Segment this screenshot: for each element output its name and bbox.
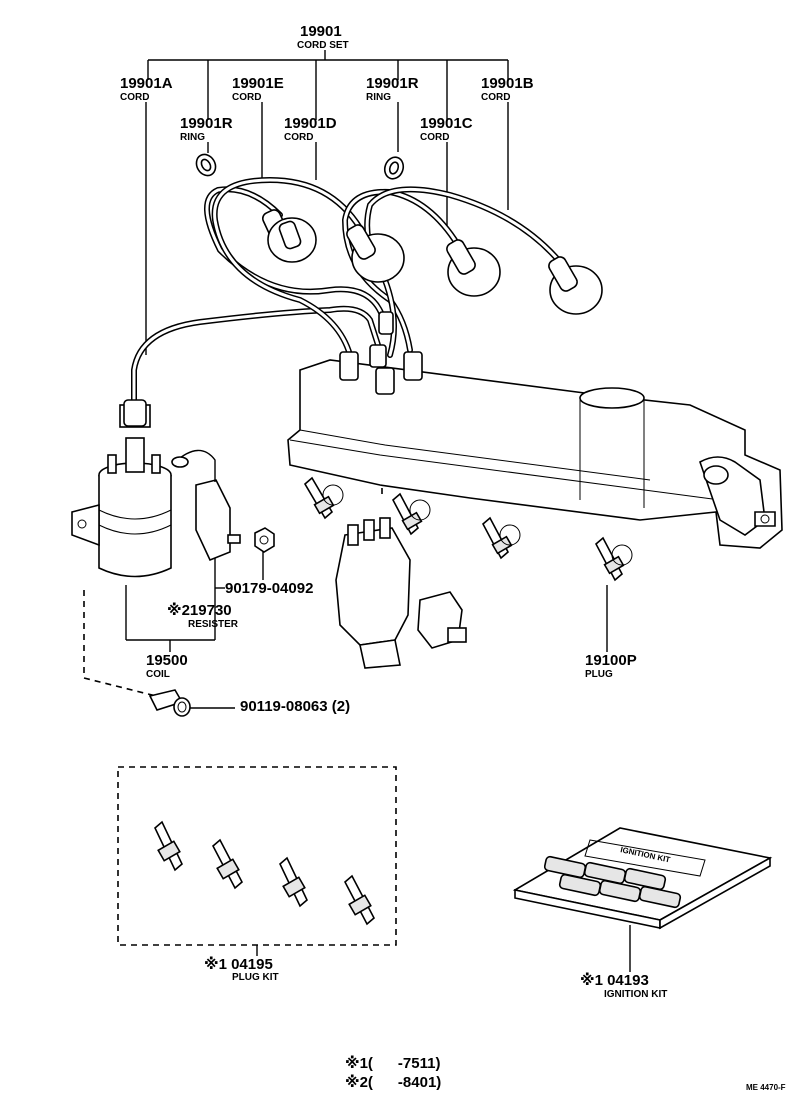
spark-plug-2: [391, 492, 431, 536]
plug-name: PLUG: [585, 669, 613, 680]
plug-kit-number: ※1 04195: [204, 955, 273, 973]
cord-d-number: 19901D: [284, 115, 337, 132]
plug-kit-box: [117, 766, 397, 946]
cord-set-number: 19901: [300, 23, 342, 40]
ignition-kit-number: ※1 04193: [580, 971, 649, 989]
kit-plug-3: [279, 856, 308, 908]
boot-c: [446, 239, 501, 297]
nut-number: 90179-04092: [225, 580, 313, 597]
ring-left-number: 19901R: [180, 115, 233, 132]
bolt-number: 90119-08063 (2): [240, 698, 350, 715]
plug-number: 19100P: [585, 652, 637, 669]
cord-e-name: CORD: [232, 92, 261, 103]
kit-plug-4: [343, 874, 376, 926]
callout-bolt: 90119-08063 (2): [240, 698, 350, 715]
ignition-kit-box: IGNITION KIT: [512, 827, 773, 930]
cord-set-name: CORD SET: [297, 40, 349, 51]
spark-plug-4: [594, 536, 633, 582]
spark-plug-3: [481, 516, 521, 560]
callout-cord-c: 19901C CORD: [420, 115, 473, 143]
cord-a-number: 19901A: [120, 75, 173, 92]
cord-b-number: 19901B: [481, 75, 534, 92]
callout-ignition-kit: ※1 04193 IGNITION KIT: [580, 971, 667, 1000]
spark-plug-1: [303, 476, 344, 520]
ring-left-name: RING: [180, 132, 205, 143]
callout-cord-d: 19901D CORD: [284, 115, 337, 143]
coil-name: COIL: [146, 669, 170, 680]
resister: [171, 449, 241, 562]
cylinder-head-cover: [287, 359, 783, 549]
kit-plugs-in-tray: [543, 855, 682, 909]
cord-c-number: 19901C: [420, 115, 473, 132]
callout-nut: 90179-04092: [225, 580, 313, 597]
distributor: [335, 517, 467, 669]
cord-d-name: CORD: [284, 132, 313, 143]
footnote-2: ※2( -8401): [345, 1073, 441, 1091]
footnote-1: ※1( -7511): [345, 1054, 440, 1072]
ignition-kit-name: IGNITION KIT: [604, 989, 667, 1000]
callout-resister: ※219730 RESISTER: [167, 601, 239, 630]
cord-a-name: CORD: [120, 92, 149, 103]
resister-number: ※219730: [167, 601, 232, 619]
ring-right-part: [383, 156, 405, 180]
plug-kit-name: PLUG KIT: [232, 972, 279, 983]
callout-ring-top: 19901R RING: [366, 75, 419, 103]
boot-e: [261, 209, 317, 263]
cord-wires: [131, 176, 563, 408]
coil-number: 19500: [146, 652, 188, 669]
cord-e-number: 19901E: [232, 75, 284, 92]
callout-cord-a: 19901A CORD: [120, 75, 173, 103]
bolt-part: [148, 689, 191, 717]
cord-terminals: [123, 311, 423, 427]
callout-cord-e: 19901E CORD: [232, 75, 284, 103]
kit-plug-1: [154, 820, 183, 872]
callout-cord-b: 19901B CORD: [481, 75, 534, 103]
resister-name: RESISTER: [188, 619, 239, 630]
cord-boots: [123, 209, 603, 427]
boot-d: [346, 224, 405, 283]
ignition-coil: [71, 404, 172, 578]
nut-part: [254, 527, 275, 553]
callout-coil: 19500 COIL: [146, 652, 188, 680]
ring-top-number: 19901R: [366, 75, 419, 92]
footnotes: ※1( -7511) ※2( -8401) ME 4470-F: [345, 1054, 786, 1092]
kit-plug-2: [211, 838, 244, 890]
boot-b: [548, 256, 603, 315]
callout-plug: 19100P PLUG: [585, 652, 637, 680]
callout-plug-kit: ※1 04195 PLUG KIT: [204, 955, 279, 983]
callout-ring-left: 19901R RING: [180, 115, 233, 143]
cord-c-name: CORD: [420, 132, 449, 143]
drawing-code: ME 4470-F: [746, 1083, 786, 1092]
callout-cord-set: 19901 CORD SET: [297, 23, 349, 51]
ring-top-name: RING: [366, 92, 391, 103]
cord-b-name: CORD: [481, 92, 510, 103]
ring-left-part: [195, 153, 217, 177]
